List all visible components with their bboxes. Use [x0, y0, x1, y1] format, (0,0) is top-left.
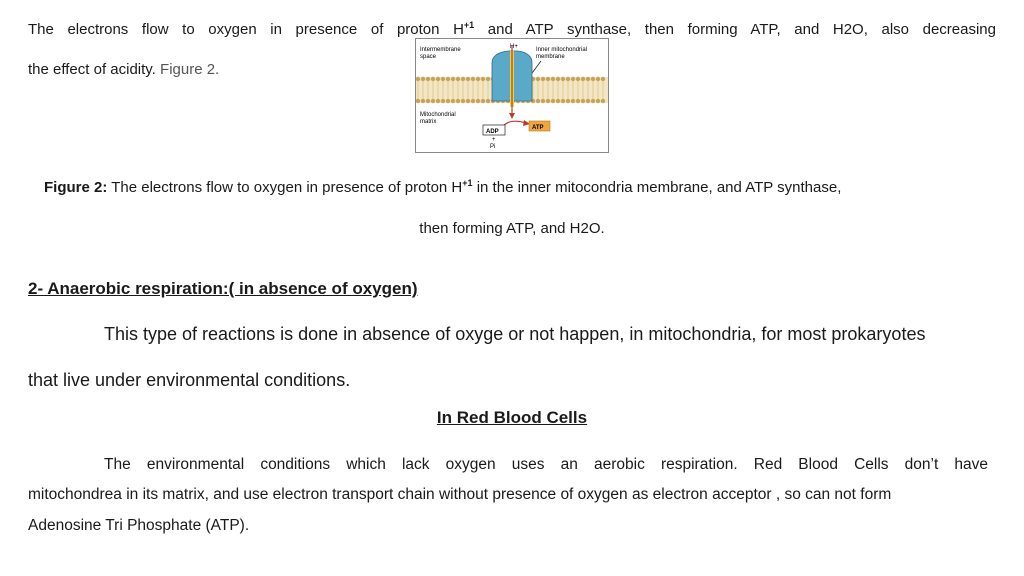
lipid-head	[550, 98, 556, 104]
label-atp: ATP	[532, 125, 544, 131]
label-plus: +	[492, 137, 496, 143]
intro-line-2: the effect of acidity. Figure 2.	[28, 61, 219, 78]
lipid-head	[420, 98, 426, 104]
lipid-head	[470, 98, 476, 104]
lipid-head	[475, 98, 481, 104]
lipid-head	[460, 76, 466, 82]
lipid-head	[600, 98, 606, 104]
paragraph-1-line-2: that live under environmental conditions…	[28, 370, 351, 390]
lipid-head	[585, 98, 591, 104]
lipid-head	[575, 76, 581, 82]
intro-text-suffix: and ATP synthase, then forming ATP, and …	[474, 21, 996, 38]
intro-line-2-text: the effect of acidity.	[28, 61, 156, 78]
subheading-text: In Red Blood Cells	[436, 408, 588, 427]
lipid-head	[540, 98, 546, 104]
lipid-head	[480, 98, 486, 104]
lipid-head	[430, 76, 436, 82]
caption-text-suffix: in the inner mitocondria membrane, and A…	[472, 179, 842, 196]
atp-synthase-figure: Intermembrane space H+ Inner mitochondri…	[415, 38, 609, 153]
label-inner-membrane: Inner mitochondrial	[536, 47, 587, 53]
figure-caption-line-2: then forming ATP, and H2O.	[419, 220, 605, 237]
subheading-red-blood-cells: In Red Blood Cells	[0, 408, 1024, 428]
label-membrane: membrane	[536, 54, 565, 60]
lipid-head	[440, 76, 446, 82]
lipid-head	[560, 76, 566, 82]
lipid-head	[465, 76, 471, 82]
label-adp: ADP	[486, 129, 499, 135]
label-hplus: H+	[510, 44, 518, 50]
lipid-head	[595, 76, 601, 82]
lipid-head	[470, 76, 476, 82]
lipid-head	[416, 98, 421, 104]
lipid-head	[435, 76, 441, 82]
lipid-head	[565, 98, 571, 104]
lipid-head	[600, 76, 606, 82]
lipid-head	[450, 98, 456, 104]
paragraph-1-line-1: This type of reactions is done in absenc…	[104, 324, 926, 344]
lipid-head	[535, 98, 541, 104]
lipid-head	[545, 98, 551, 104]
proton-arrow-head	[509, 113, 515, 119]
lipid-head	[585, 76, 591, 82]
lipid-head	[420, 76, 426, 82]
paragraph-2-line-1: The environmental conditions which lack …	[104, 456, 988, 473]
lipid-head	[450, 76, 456, 82]
label-intermembrane: Intermembrane	[420, 47, 461, 53]
lipid-head	[590, 76, 596, 82]
lipid-head	[580, 76, 586, 82]
lipid-head	[455, 76, 461, 82]
lipid-head	[425, 98, 431, 104]
lipid-head	[485, 98, 491, 104]
lipid-head	[425, 76, 431, 82]
atp-arrow-head	[523, 120, 530, 126]
lipid-head	[595, 98, 601, 104]
lipid-head	[460, 98, 466, 104]
paragraph-2-line-2: mitochondrea in its matrix, and use elec…	[28, 486, 892, 503]
lipid-head	[475, 76, 481, 82]
lipid-head	[560, 98, 566, 104]
lipid-head	[540, 76, 546, 82]
lipid-head	[435, 98, 441, 104]
section-heading: 2- Anaerobic respiration:( in absence of…	[28, 279, 418, 298]
lipid-head	[570, 98, 576, 104]
paragraph-2-line-3: Adenosine Tri Phosphate (ATP).	[28, 517, 250, 534]
atp-synthase-diagram: Intermembrane space H+ Inner mitochondri…	[416, 44, 608, 150]
caption-text: The electrons flow to oxygen in presence…	[107, 179, 463, 196]
lipid-head	[465, 98, 471, 104]
label-matrix: matrix	[420, 119, 436, 125]
label-space: space	[420, 54, 437, 60]
lipid-head	[535, 76, 541, 82]
lipid-head	[555, 76, 561, 82]
intro-text: The electrons flow to oxygen in presence…	[28, 21, 464, 38]
lipid-head	[485, 76, 491, 82]
lipid-head	[590, 98, 596, 104]
figure-caption: Figure 2: The electrons flow to oxygen i…	[44, 178, 841, 196]
lipid-head	[550, 76, 556, 82]
lipid-head	[565, 76, 571, 82]
caption-superscript: +1	[462, 178, 473, 188]
lipid-head	[416, 76, 421, 82]
lipid-head	[575, 98, 581, 104]
lipid-head	[555, 98, 561, 104]
lipid-head	[580, 98, 586, 104]
label-mitochondrial: Mitochondrial	[420, 112, 456, 118]
lipid-head	[455, 98, 461, 104]
lipid-head	[480, 76, 486, 82]
lipid-head	[445, 98, 451, 104]
figure-reference: Figure 2.	[155, 61, 220, 78]
atp-box	[528, 120, 551, 132]
proton-superscript: +1	[463, 20, 475, 30]
caption-label: Figure 2:	[44, 179, 108, 196]
lipid-head	[440, 98, 446, 104]
intro-line-1: The electrons flow to oxygen in presence…	[28, 20, 996, 38]
lipid-head	[570, 76, 576, 82]
adp-box	[482, 124, 506, 136]
label-pi: Pi	[490, 144, 495, 150]
lipid-head	[545, 76, 551, 82]
lipid-head	[445, 76, 451, 82]
lipid-head	[430, 98, 436, 104]
